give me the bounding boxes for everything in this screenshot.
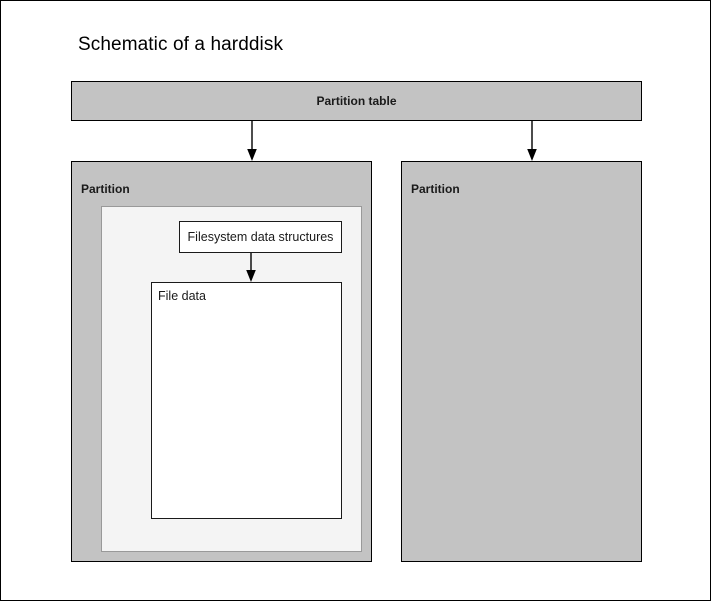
partition-table-label: Partition table xyxy=(316,94,397,108)
filesystem-data-structures-label: Filesystem data structures xyxy=(187,230,334,244)
partition-box-2[interactable]: Partition xyxy=(401,161,642,562)
file-data-box[interactable]: File data xyxy=(151,282,342,519)
file-data-label: File data xyxy=(158,289,206,303)
arrow-partition-table-to-partition-1 xyxy=(244,121,260,161)
arrow-partition-table-to-partition-2 xyxy=(524,121,540,161)
filesystem-data-structures-box[interactable]: Filesystem data structures xyxy=(179,221,342,253)
arrow-filesystem-structures-to-file-data xyxy=(243,253,259,282)
partition-label-1: Partition xyxy=(81,182,130,196)
partition-table-box[interactable]: Partition table xyxy=(71,81,642,121)
partition-label-2: Partition xyxy=(411,182,460,196)
page-title: Schematic of a harddisk xyxy=(78,34,284,55)
